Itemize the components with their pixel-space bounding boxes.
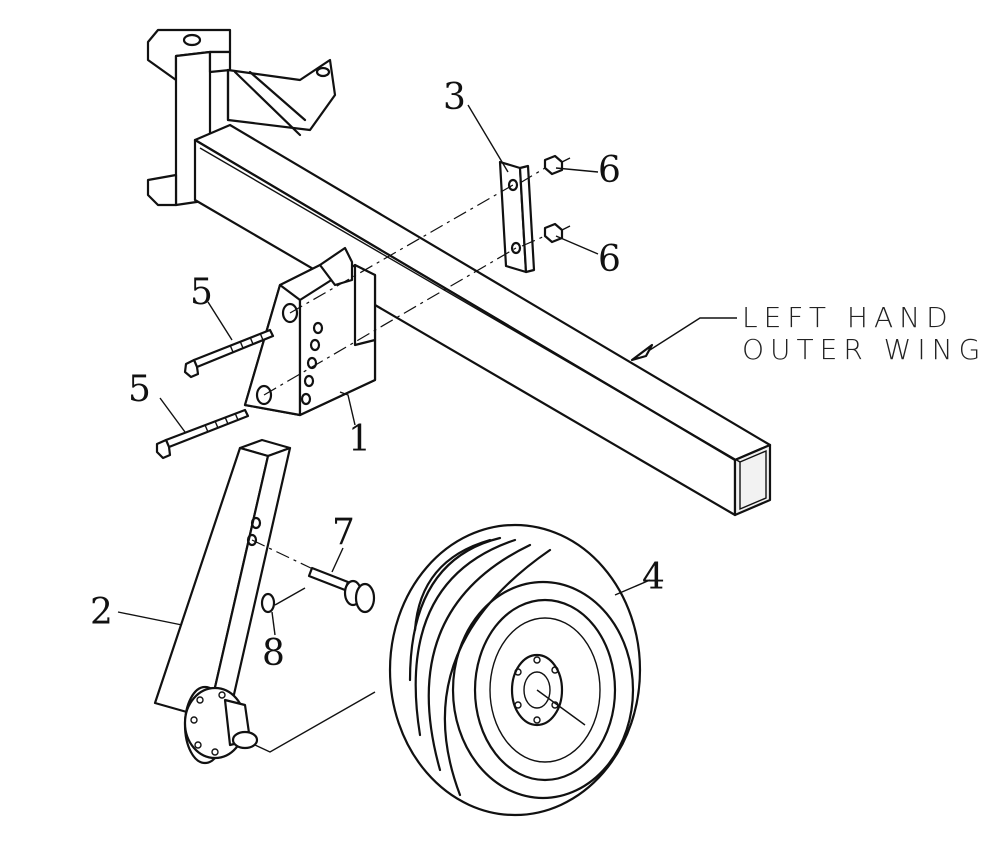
- hitch-mount-bracket: [146, 28, 337, 207]
- clamp-plate: [498, 160, 536, 274]
- callout-item-6-lower: 6: [598, 239, 621, 280]
- callout-item-8: 8: [262, 633, 285, 674]
- callout-item-4: 4: [642, 557, 665, 598]
- wing-label-line-1: LEFT HAND: [742, 301, 954, 334]
- lock-nut-upper: [543, 154, 571, 176]
- callout-item-7: 7: [332, 512, 355, 553]
- bolt-axis-line-upper: [289, 184, 514, 314]
- callout-item-3: 3: [443, 77, 466, 118]
- callout-item-5-lower: 5: [128, 369, 151, 410]
- callout-item-1: 1: [348, 419, 371, 460]
- hair-pin-clip: [260, 587, 306, 614]
- hub-to-wheel-line: [254, 691, 376, 753]
- wing-label: LEFT HAND OUTER WING: [742, 302, 986, 366]
- callout-item-2: 2: [90, 592, 113, 633]
- caster-leg: [153, 438, 292, 720]
- leader-lines: [117, 104, 737, 726]
- hitch-pin: [251, 539, 376, 614]
- bolt-upper: [183, 328, 275, 379]
- wing-frame-tube: [193, 123, 772, 517]
- bolt-lower: [155, 408, 250, 460]
- wing-label-line-2: OUTER WING: [742, 333, 987, 366]
- caster-mount-bracket: [243, 246, 377, 417]
- lock-nut-lower: [543, 222, 571, 244]
- callout-item-6-upper: 6: [598, 150, 621, 191]
- wheel-hub-spindle: [183, 685, 259, 765]
- bolt-axis-line-lower: [263, 247, 517, 396]
- wheel-tire-assembly: [388, 523, 642, 817]
- callout-item-5-upper: 5: [190, 272, 213, 313]
